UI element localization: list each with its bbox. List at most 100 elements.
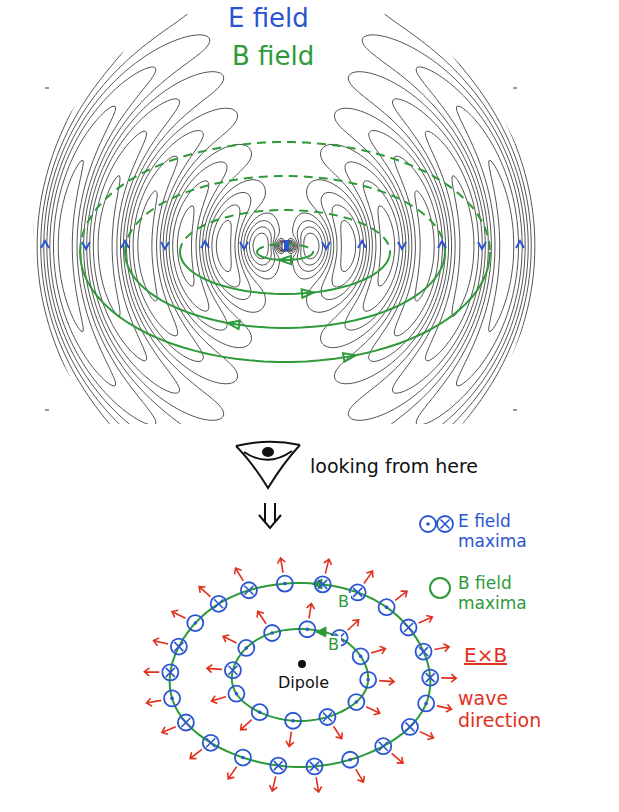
e-field-arrow <box>516 241 524 248</box>
e-field-line <box>32 14 538 424</box>
e-field-cross <box>353 588 362 597</box>
e-field-circle <box>348 694 364 710</box>
e-field-into-symbol <box>225 662 241 678</box>
wave-direction-arrow <box>211 696 225 704</box>
e-field-cross <box>214 599 223 608</box>
e-field-line <box>58 129 538 362</box>
e-field-circle <box>418 695 434 711</box>
e-field-arrow <box>398 242 406 249</box>
e-field-out-symbol <box>299 621 315 637</box>
e-field-circle <box>375 738 391 754</box>
wave-direction-arrow <box>356 769 365 782</box>
wave-direction-arrow <box>395 591 407 600</box>
wave-direction-arrow <box>199 587 210 597</box>
eye-pupil <box>262 447 274 457</box>
legend-sample <box>420 516 453 598</box>
dipole-label: Dipole <box>276 674 331 692</box>
e-field-out-symbol <box>360 672 376 688</box>
e-field-into-symbol <box>203 735 219 751</box>
wave-direction-arrow <box>286 732 294 747</box>
e-field-out-symbol <box>420 516 436 532</box>
wave-direction-arrow <box>307 604 315 619</box>
wave-direction-label: wave direction <box>456 688 560 732</box>
e-field-out-symbol <box>353 648 369 664</box>
wave-direction-arrow <box>420 732 434 740</box>
e-field-cross <box>405 722 414 731</box>
e-field-into-symbol <box>401 619 417 635</box>
b-field-loop-back <box>180 210 390 252</box>
e-field-dot <box>348 758 352 762</box>
wave-direction-arrow <box>277 558 285 573</box>
tick-mark <box>513 410 517 411</box>
e-field-cross <box>426 673 435 682</box>
e-field-dot <box>244 646 248 650</box>
wave-direction-arrow <box>441 674 456 682</box>
wave-direction-arrow <box>147 698 162 706</box>
b-field-loop-back <box>125 176 445 252</box>
e-field-dot <box>270 631 274 635</box>
wave-direction-arrow <box>257 611 266 624</box>
wave-direction-arrow <box>162 727 176 735</box>
e-field-circle <box>178 715 194 731</box>
wave-direction-arrow <box>333 726 342 739</box>
e-field-circle <box>241 582 257 598</box>
e-field-out-symbol <box>348 694 364 710</box>
e-field-cross <box>274 761 283 770</box>
e-field-line <box>32 14 538 424</box>
e-field-into-symbol <box>241 582 257 598</box>
e-field-dot <box>355 700 359 704</box>
b-field-label: B <box>326 636 341 654</box>
e-field-cross <box>181 718 190 727</box>
e-field-circle <box>235 750 251 766</box>
e-field-into-symbol <box>422 670 438 686</box>
e-field-cross <box>318 580 327 589</box>
e-field-line <box>32 14 538 424</box>
e-field-circle <box>203 735 219 751</box>
e-field-arrow <box>121 241 129 248</box>
wave-direction-arrow <box>392 753 403 763</box>
e-field-into-symbol <box>375 738 391 754</box>
e-field-circle <box>252 704 268 720</box>
e-field-arrow <box>161 242 169 249</box>
e-field-dot <box>424 702 428 706</box>
e-field-into-symbol <box>402 719 418 735</box>
e-field-circle <box>402 719 418 735</box>
b-field-arrowhead <box>227 321 240 329</box>
wave-direction-arrow <box>235 568 244 581</box>
tick-mark <box>45 410 49 411</box>
e-field-out-symbol <box>187 615 203 631</box>
legend-text: E field maxima <box>456 512 546 551</box>
wave-direction-arrow <box>437 704 452 712</box>
b-field-loop <box>232 629 368 721</box>
e-field-circle <box>228 686 244 702</box>
e-field-out-symbol <box>379 599 395 615</box>
b-field-arrowhead <box>302 289 314 297</box>
b-field-arrowhead <box>279 256 291 264</box>
e-field-cross <box>166 668 175 677</box>
e-field-circle <box>401 619 417 635</box>
wave-direction-arrow <box>228 767 237 779</box>
e-field-circle <box>319 709 335 725</box>
wave-direction-arrow <box>366 707 380 715</box>
e-field-out-symbol <box>238 640 254 656</box>
e-field-cross <box>441 520 450 529</box>
dipole-dot <box>298 660 306 668</box>
b-field-loop-front <box>80 252 490 362</box>
e-field-into-symbol <box>437 516 453 532</box>
e-field-cross <box>379 742 388 751</box>
e-field-out-symbol <box>164 690 180 706</box>
wave-direction-arrow <box>324 559 332 574</box>
e-field-into-symbol <box>306 758 322 774</box>
e-field-dot <box>291 719 295 723</box>
e-field-circle <box>162 664 178 680</box>
e-field-circle <box>187 615 203 631</box>
e-field-cross <box>323 713 332 722</box>
field-pattern-inner <box>32 14 538 424</box>
wave-direction-arrow <box>434 644 449 652</box>
e-field-dot <box>235 692 239 696</box>
e-field-circle <box>416 644 432 660</box>
e-field-circle <box>306 758 322 774</box>
e-field-into-symbol <box>162 664 178 680</box>
e-field-out-symbol <box>228 686 244 702</box>
b-field-label: B <box>336 593 351 611</box>
